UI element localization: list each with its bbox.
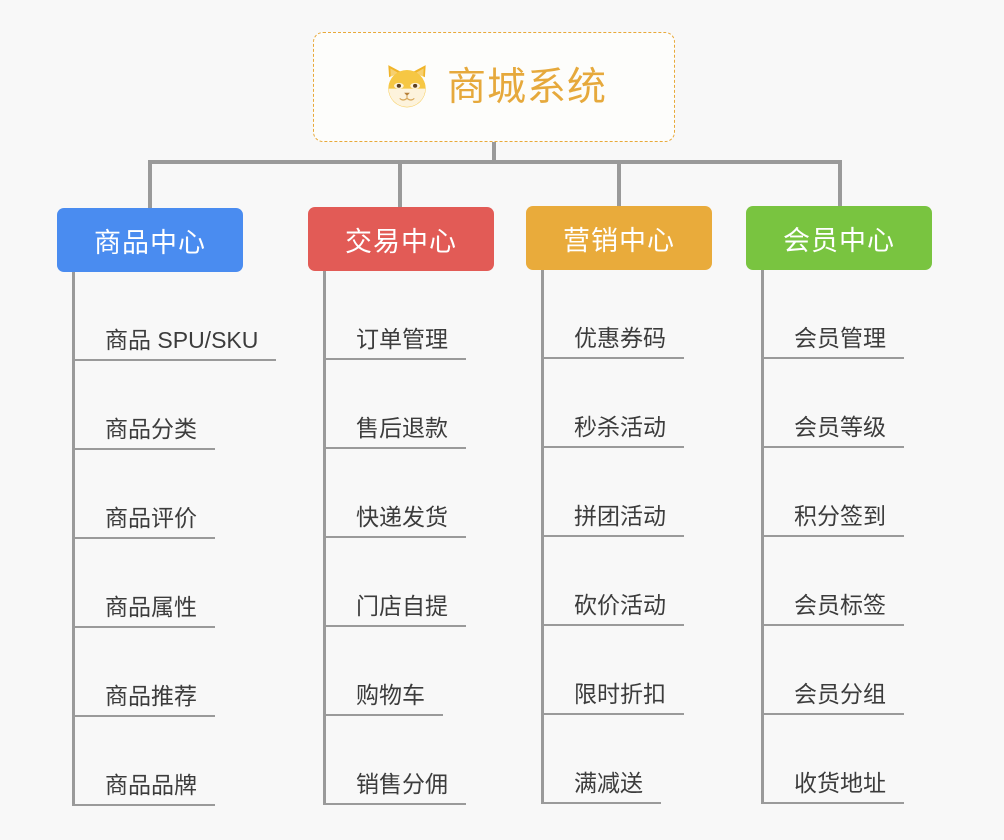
branch-header-product-center[interactable]: 商品中心 [57, 208, 243, 272]
list-item-label: 会员标签 [764, 594, 904, 626]
list-item[interactable]: 商品 SPU/SKU [75, 272, 277, 361]
list-item[interactable]: 限时折扣 [544, 626, 684, 715]
list-item[interactable]: 会员分组 [764, 626, 904, 715]
list-item[interactable]: 砍价活动 [544, 537, 684, 626]
list-item-label: 商品推荐 [75, 685, 215, 717]
item-column-trade-center: 订单管理 售后退款 快递发货 门店自提 购物车 销售分佣 [323, 271, 466, 805]
list-item-label: 销售分佣 [326, 773, 466, 805]
connector-drop-1 [148, 160, 152, 210]
list-item-label: 商品评价 [75, 507, 215, 539]
list-item-label: 商品品牌 [75, 774, 215, 806]
item-column-marketing-center: 优惠券码 秒杀活动 拼团活动 砍价活动 限时折扣 满减送 [541, 270, 684, 804]
list-item-label: 限时折扣 [544, 683, 684, 715]
connector-drop-3 [617, 160, 621, 210]
list-item[interactable]: 收货地址 [764, 715, 904, 804]
branch-header-member-center[interactable]: 会员中心 [746, 206, 932, 270]
list-item[interactable]: 商品分类 [75, 361, 276, 450]
list-item[interactable]: 拼团活动 [544, 448, 684, 537]
item-column-member-center: 会员管理 会员等级 积分签到 会员标签 会员分组 收货地址 [761, 270, 904, 804]
list-item-label: 秒杀活动 [544, 416, 684, 448]
list-item-label: 快递发货 [326, 506, 466, 538]
list-item-label: 会员管理 [764, 327, 904, 359]
list-item-label: 砍价活动 [544, 594, 684, 626]
connector-root-stem [492, 142, 496, 162]
list-item-label: 商品属性 [75, 596, 215, 628]
list-item-label: 门店自提 [326, 595, 466, 627]
list-item[interactable]: 快递发货 [326, 449, 466, 538]
item-column-product-center: 商品 SPU/SKU 商品分类 商品评价 商品属性 商品推荐 商品品牌 [72, 272, 277, 806]
root-node-title: 商城系统 [446, 65, 607, 109]
list-item-label: 售后退款 [326, 417, 466, 449]
list-item-label: 商品 SPU/SKU [75, 329, 277, 361]
list-item[interactable]: 商品推荐 [75, 628, 276, 717]
list-item-label: 商品分类 [75, 418, 215, 450]
list-item[interactable]: 会员管理 [764, 270, 904, 359]
list-item-label: 拼团活动 [544, 505, 684, 537]
connector-bus [148, 160, 842, 164]
branch-header-trade-center[interactable]: 交易中心 [308, 207, 494, 271]
list-item-label: 优惠券码 [544, 327, 684, 359]
list-item[interactable]: 商品属性 [75, 539, 276, 628]
list-item[interactable]: 积分签到 [764, 448, 904, 537]
root-node-card[interactable]: 商城系统 [313, 32, 675, 142]
list-item[interactable]: 优惠券码 [544, 270, 684, 359]
list-item[interactable]: 会员标签 [764, 537, 904, 626]
list-item[interactable]: 商品评价 [75, 450, 276, 539]
list-item[interactable]: 门店自提 [326, 538, 466, 627]
list-item-label: 订单管理 [326, 328, 466, 360]
list-item[interactable]: 销售分佣 [326, 716, 466, 805]
list-item-label: 购物车 [326, 684, 443, 716]
list-item[interactable]: 满减送 [544, 715, 684, 804]
list-item[interactable]: 售后退款 [326, 360, 466, 449]
list-item-label: 满减送 [544, 772, 661, 804]
shiba-dog-icon [388, 65, 426, 108]
list-item-label: 会员分组 [764, 683, 904, 715]
connector-drop-4 [838, 160, 842, 210]
list-item-label: 积分签到 [764, 505, 904, 537]
list-item[interactable]: 购物车 [326, 627, 466, 716]
list-item[interactable]: 秒杀活动 [544, 359, 684, 448]
branch-header-label: 商品中心 [94, 227, 206, 258]
list-item-label: 收货地址 [764, 772, 904, 804]
branch-header-label: 会员中心 [783, 225, 895, 256]
branch-header-marketing-center[interactable]: 营销中心 [526, 206, 712, 270]
list-item-label: 会员等级 [764, 416, 904, 448]
list-item[interactable]: 商品品牌 [75, 717, 276, 806]
connector-drop-2 [398, 160, 402, 210]
list-item[interactable]: 会员等级 [764, 359, 904, 448]
branch-header-label: 交易中心 [345, 226, 457, 257]
list-item[interactable]: 订单管理 [326, 271, 466, 360]
branch-header-label: 营销中心 [563, 225, 675, 256]
